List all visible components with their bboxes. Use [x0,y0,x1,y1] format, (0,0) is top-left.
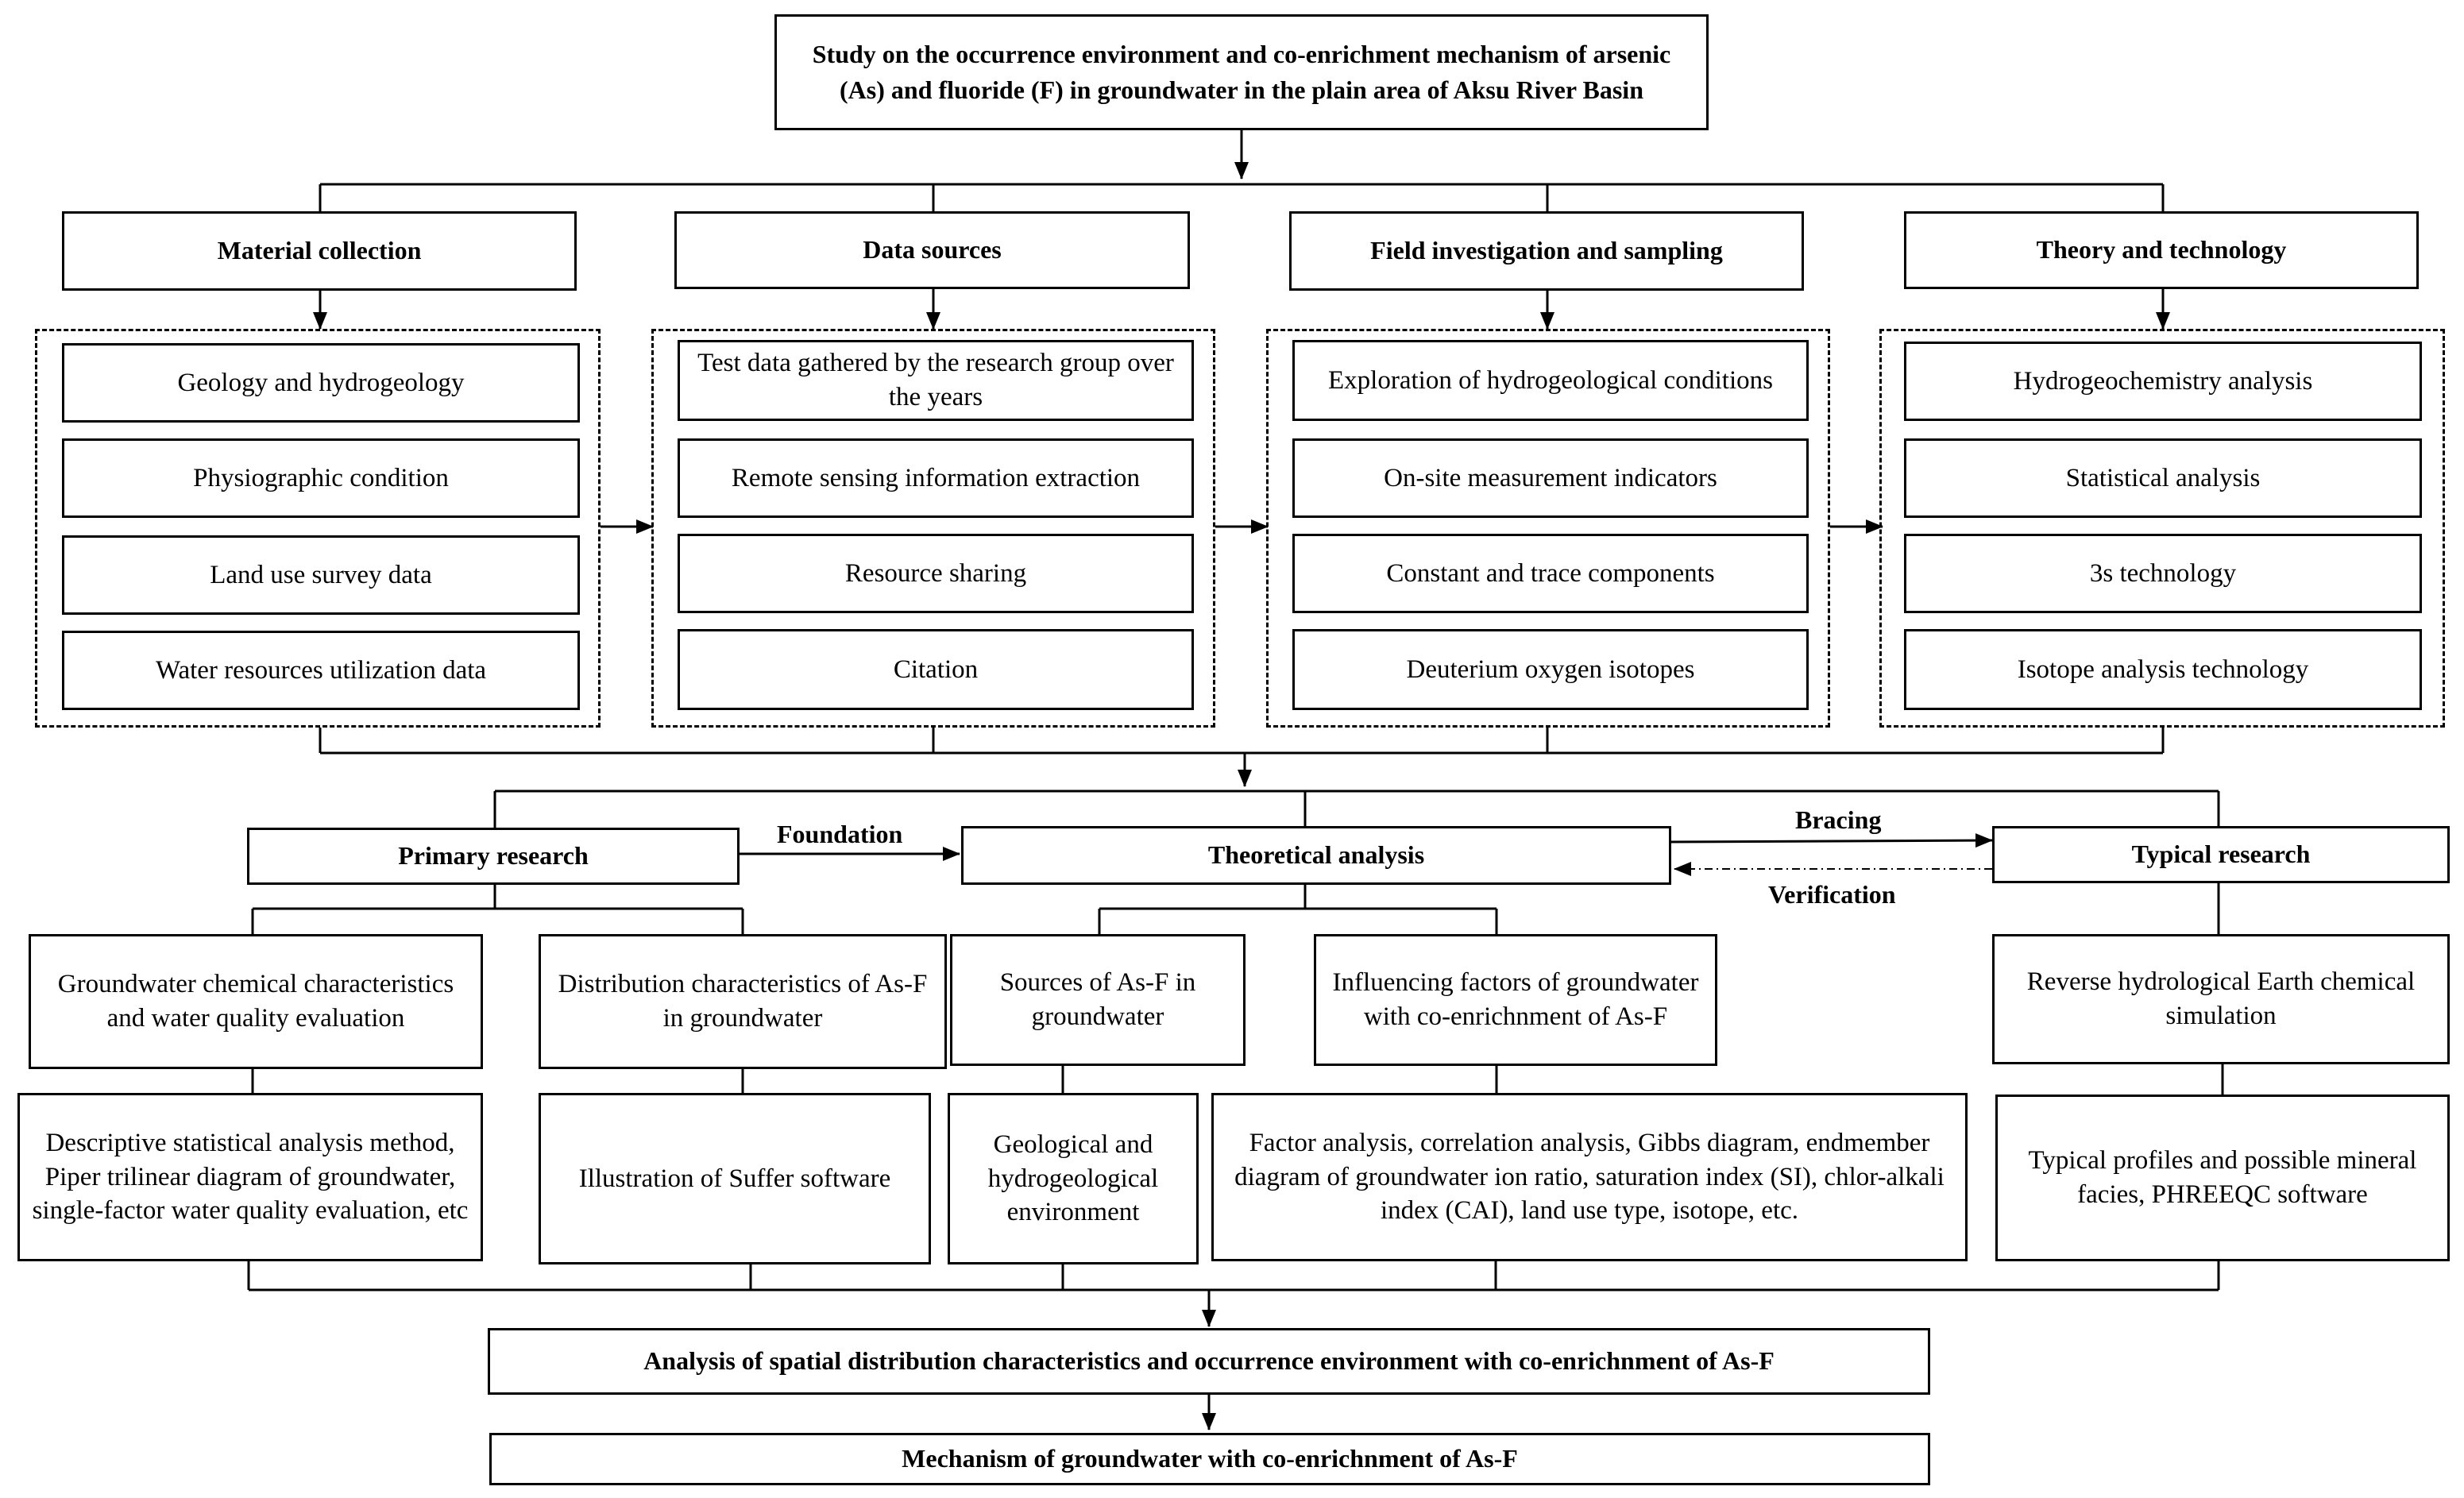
item-geology-hydrogeology: Geology and hydrogeology [62,343,580,423]
box-label: Influencing factors of groundwater with … [1332,968,1699,1031]
header-label: Material collection [217,236,422,265]
item-citation: Citation [678,629,1194,710]
item-remote-sensing: Remote sensing information extraction [678,438,1194,518]
box-label: Illustration of Suffer software [578,1164,891,1193]
box-label: Factor analysis, correlation analysis, G… [1234,1128,1945,1226]
item-label: Water resources utilization data [155,655,487,685]
sources-as-f-box: Sources of As-F in groundwater [950,934,1246,1066]
item-onsite-measurement: On-site measurement indicators [1292,438,1809,518]
header-label: Data sources [863,235,1002,264]
verification-label: Verification [1768,880,1896,909]
item-hydrogeochemistry: Hydrogeochemistry analysis [1904,342,2422,421]
group-theory-technology [1879,329,2445,728]
group-material-collection [35,329,601,728]
mechanism-label: Mechanism of groundwater with co-enrichn… [902,1444,1518,1473]
distribution-characteristics-box: Distribution characteristics of As-F in … [539,934,947,1069]
box-label: Descriptive statistical analysis method,… [32,1128,469,1226]
item-label: Isotope analysis technology [2017,654,2309,684]
group-field-investigation [1266,329,1830,728]
item-label: Physiographic condition [193,463,449,492]
item-isotope-analysis: Isotope analysis technology [1904,629,2422,710]
descriptive-methods-box: Descriptive statistical analysis method,… [17,1093,483,1261]
item-label: Remote sensing information extraction [731,463,1141,492]
item-label: Citation [893,654,979,684]
item-label: Constant and trace components [1386,558,1715,588]
item-label: Hydrogeochemistry analysis [2013,366,2313,396]
group-data-sources [651,329,1215,728]
item-label: Test data gathered by the research group… [697,349,1174,411]
geological-environment-box: Geological and hydrogeological environme… [948,1093,1199,1264]
primary-research-box: Primary research [247,828,740,885]
mechanism-box: Mechanism of groundwater with co-enrichn… [489,1433,1930,1485]
box-label: Typical profiles and possible mineral fa… [2028,1146,2417,1209]
factor-analysis-box: Factor analysis, correlation analysis, G… [1211,1093,1968,1261]
box-label: Distribution characteristics of As-F in … [558,970,928,1033]
influencing-factors-box: Influencing factors of groundwater with … [1314,934,1717,1066]
analysis-box: Analysis of spatial distribution charact… [488,1328,1930,1395]
item-constant-trace: Constant and trace components [1292,534,1809,613]
item-resource-sharing: Resource sharing [678,534,1194,613]
typical-profiles-box: Typical profiles and possible mineral fa… [1995,1095,2450,1261]
header-field-investigation: Field investigation and sampling [1289,211,1804,291]
gw-chemical-characteristics-box: Groundwater chemical characteristics and… [29,934,483,1069]
item-land-use-survey: Land use survey data [62,535,580,615]
box-label: Groundwater chemical characteristics and… [57,970,454,1033]
typical-research-label: Typical research [2131,840,2311,869]
item-label: Exploration of hydrogeological condition… [1328,365,1773,395]
foundation-label: Foundation [777,820,903,848]
item-test-data: Test data gathered by the research group… [678,340,1194,421]
header-data-sources: Data sources [674,211,1190,289]
item-label: Resource sharing [844,558,1027,588]
analysis-label: Analysis of spatial distribution charact… [643,1346,1775,1376]
title-text: Study on the occurrence environment and … [812,40,1671,104]
typical-research-box: Typical research [1992,826,2450,883]
item-label: Geology and hydrogeology [177,368,465,397]
title-box: Study on the occurrence environment and … [774,14,1709,130]
item-statistical-analysis: Statistical analysis [1904,438,2422,518]
header-label: Theory and technology [2036,235,2287,264]
header-theory-technology: Theory and technology [1904,211,2419,289]
box-label: Geological and hydrogeological environme… [987,1129,1159,1227]
item-label: Statistical analysis [2065,463,2261,492]
item-physiographic-condition: Physiographic condition [62,438,580,518]
item-label: Deuterium oxygen isotopes [1406,654,1695,684]
item-label: On-site measurement indicators [1384,463,1717,492]
item-label: 3s technology [2089,558,2237,588]
box-label: Sources of As-F in groundwater [999,968,1196,1031]
reverse-simulation-box: Reverse hydrological Earth chemical simu… [1992,934,2450,1064]
item-label: Land use survey data [210,560,432,589]
item-3s-technology: 3s technology [1904,534,2422,613]
header-material-collection: Material collection [62,211,577,291]
primary-research-label: Primary research [398,841,589,871]
theoretical-analysis-box: Theoretical analysis [961,826,1671,885]
item-exploration-hydrogeological: Exploration of hydrogeological condition… [1292,340,1809,421]
item-water-resources-utilization: Water resources utilization data [62,631,580,710]
suffer-software-box: Illustration of Suffer software [539,1093,931,1264]
header-label: Field investigation and sampling [1370,236,1723,265]
item-deuterium-oxygen: Deuterium oxygen isotopes [1292,629,1809,710]
bracing-label: Bracing [1795,805,1882,834]
box-label: Reverse hydrological Earth chemical simu… [2026,967,2416,1030]
theoretical-analysis-label: Theoretical analysis [1207,840,1425,870]
